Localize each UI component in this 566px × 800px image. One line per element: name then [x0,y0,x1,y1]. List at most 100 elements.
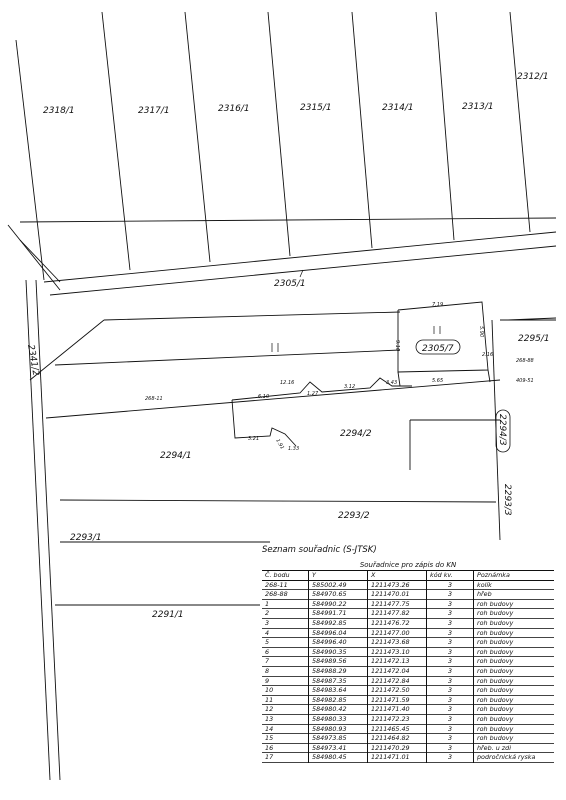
table-cell: roh budovy [473,599,554,609]
dimension-label: 5.65 [432,378,443,384]
parcel-label-2341-2: 2341/2 [25,344,40,377]
table-cell: 8 [265,666,270,675]
table-cell: 584980.93 [308,724,368,734]
dimension-label: 1.27 [307,391,319,397]
parcel-label-2305-1: 2305/1 [274,279,306,289]
table-cell: 584989.56 [308,656,368,667]
table-cell: 584983.64 [308,685,368,696]
table-cell: 1211465.45 [367,724,427,734]
table-cell: 3 [426,695,474,705]
table-cell: roh budovy [473,637,554,648]
table-cell: 7 [265,657,270,666]
parcel-label-2293-2: 2293/2 [338,511,370,521]
table-cell: roh budovy [473,733,554,744]
table-cell: 584992.85 [308,618,368,629]
table-cell: 11 [265,695,274,704]
parcel-label-2312-1: 2312/1 [517,72,549,82]
point-label-268-88: 268-88 [516,358,534,364]
parcel-label-2305-7: 2305/7 [422,344,454,354]
table-cell: 5 [265,638,270,647]
table-cell: 268-11 [265,580,288,589]
table-cell: 1211472.23 [367,714,427,724]
table-cell: 2 [265,609,270,618]
table-cell: 1211473.68 [367,637,427,648]
point-label-268-11: 268-11 [145,396,163,402]
parcel-label-2316-1: 2316/1 [218,104,250,114]
parcel-label-2293-1: 2293/1 [70,533,102,543]
column-header: kód kv. [426,570,474,581]
table-cell: roh budovy [473,647,554,657]
table-cell: hřeb [473,589,554,600]
table-cell: roh budovy [473,656,554,667]
table-cell: 584980.42 [308,704,368,715]
table-cell: 584973.85 [308,733,368,744]
table-cell: 1211471.59 [367,695,427,705]
table-cell: 585002.49 [308,580,368,590]
table-cell: 584990.35 [308,647,368,657]
table-cell: roh budovy [473,628,554,638]
table-cell: 1211477.00 [367,628,427,638]
dimension-label: 6.10 [258,394,269,400]
table-cell: 1211477.82 [367,608,427,619]
dimension-label: 1.91 [274,438,285,451]
table-cell: 1211472.50 [367,685,427,696]
parcel-label-2293-3: 2293/3 [502,484,512,516]
dimension-label: 7.19 [432,302,443,308]
parcel-label-2294-3-box: 2294/3 [495,409,511,453]
table-cell: 3 [426,752,474,763]
parcel-label-2291-1: 2291/1 [152,610,184,620]
table-cell: 584991.71 [308,608,368,619]
dimension-label: 12.16 [280,380,294,386]
column-header: Č. bodu [262,570,309,581]
table-header-row: Č. bodu Y X kód kv. Poznámka [262,570,554,581]
table-cell: 1211473.26 [367,580,427,590]
table-cell: roh budovy [473,685,554,696]
table-cell: 1211470.29 [367,743,427,753]
table-cell: 268-88 [265,590,288,599]
table-cell: 13 [265,714,274,723]
table-cell: 584996.04 [308,628,368,638]
dimension-label: 3.12 [344,384,355,390]
legend-title: Seznam souřadnic (S-JTSK) [262,545,377,555]
table-cell: 12 [265,705,274,714]
table-cell: 3 [426,733,474,744]
table-cell: 3 [426,608,474,619]
table-cell: roh budovy [473,714,554,724]
coordinate-table: Souřadnice pro zápis do KN Č. bodu Y X k… [262,561,554,763]
parcel-label-2294-1: 2294/1 [160,451,192,461]
parcel-label-2295-1: 2295/1 [518,334,550,344]
table-cell: 3 [426,724,474,734]
table-cell: 1 [265,599,270,608]
table-cell: 584988.29 [308,666,368,677]
parcel-label-2314-1: 2314/1 [382,103,414,113]
table-cell: 584987.35 [308,676,368,686]
table-cell: 6 [265,647,270,656]
table-cell: kolík [473,580,554,590]
table-cell: 3 [426,666,474,677]
table-cell: 16 [265,743,274,752]
table-cell: roh budovy [473,695,554,705]
dimension-label: 3.21 [248,436,259,442]
table-cell: 584970.65 [308,589,368,600]
column-header: Y [308,570,368,581]
table-cell: področnická ryska [473,752,554,763]
table-cell: hřeb. u zdi [473,743,554,753]
column-header: X [367,570,427,581]
table-cell: 3 [426,618,474,629]
table-cell: roh budovy [473,676,554,686]
dimension-label: 9.10 [394,340,400,351]
